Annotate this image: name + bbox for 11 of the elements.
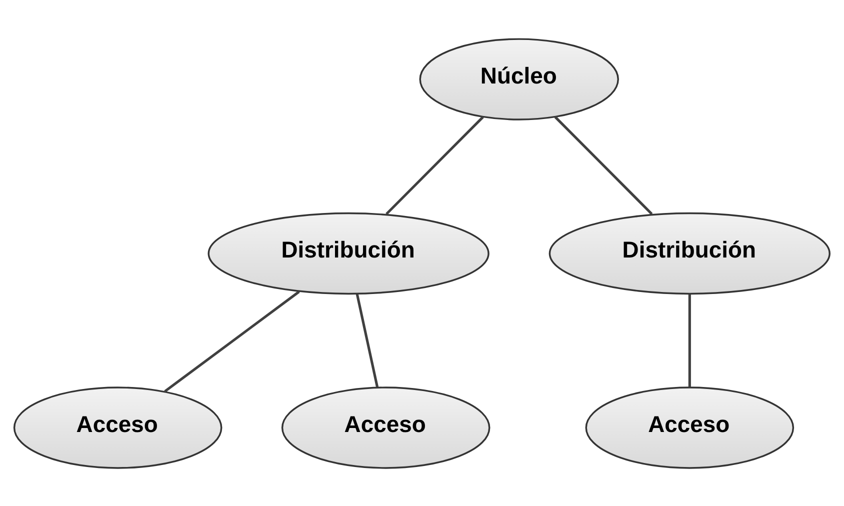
node-ellipse: Acceso <box>13 386 222 468</box>
node-ellipse: Núcleo <box>419 38 619 120</box>
node-ellipse: Distribución <box>548 212 830 294</box>
node-ellipse: Acceso <box>281 386 490 468</box>
node-ellipse: Distribución <box>208 212 490 294</box>
connector <box>688 294 691 387</box>
connector <box>554 116 653 214</box>
connector <box>164 290 300 392</box>
node-ellipse: Acceso <box>585 386 794 468</box>
connector <box>386 116 484 214</box>
connector <box>356 293 379 387</box>
